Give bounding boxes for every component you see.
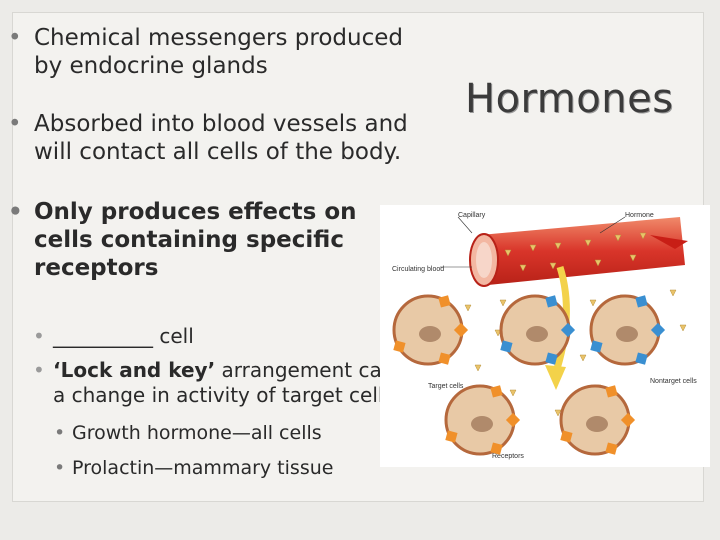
hormone-release-arrowhead (545, 365, 566, 390)
sub-sub-bullet-growth-hormone: • Growth hormone—all cells (54, 422, 322, 444)
capillary-label-line (457, 216, 473, 234)
sub-sub-bullet-prolactin: • Prolactin—mammary tissue (54, 457, 334, 479)
nontarget-receptor (635, 295, 648, 308)
hormone-molecule (529, 244, 537, 252)
sub-bullet-lock-key: • ‘Lock and key’ arrangement causes a ch… (33, 358, 433, 408)
sub-bullet-blank-cell: • __________ cell (33, 324, 194, 349)
nontarget-receptor (650, 322, 666, 338)
label-nontarget-cells: Nontarget cells (650, 378, 697, 385)
hormone-molecule (669, 289, 677, 297)
blood-flow-arrow (650, 235, 688, 249)
hormone-molecule (579, 354, 587, 362)
nontarget-receptor (560, 322, 576, 338)
nontarget-receptor (545, 295, 558, 308)
nontarget-receptor (500, 340, 513, 353)
hormone-molecule (519, 264, 527, 272)
hormone-molecule (494, 329, 502, 337)
target-receptor (438, 295, 451, 308)
diagram-svg: Capillary Hormone Circulating blood Targ… (392, 212, 697, 460)
nontarget-receptor (590, 340, 603, 353)
bullet-3-text: Only produces effects on cells containin… (34, 199, 357, 282)
hormone-molecule (589, 299, 597, 307)
hormone-molecule (594, 259, 602, 267)
target-receptor (445, 430, 458, 443)
bullet-2: • Absorbed into blood vessels and will c… (8, 110, 434, 166)
bullet-dot: • (54, 457, 66, 479)
nontarget-cell (589, 294, 666, 366)
hormone-molecule (554, 242, 562, 250)
capillary-vessel (480, 217, 685, 285)
hormone-molecule (614, 234, 622, 242)
sub-bullet-blank-cell-text: __________ cell (53, 324, 194, 348)
cell-nucleus (471, 416, 493, 432)
target-receptor (505, 412, 521, 428)
target-receptor (605, 385, 618, 398)
nontarget-cell (499, 294, 576, 366)
bullet-1: • Chemical messengers produced by endocr… (8, 24, 434, 80)
cell-nucleus (419, 326, 441, 342)
bullet-dot: • (8, 25, 22, 51)
label-receptors: Receptors (492, 453, 524, 460)
label-target-cells: Target cells (428, 383, 464, 390)
hormone-molecule (509, 389, 517, 397)
hormone-label-line (599, 216, 626, 234)
hormone-molecule (554, 409, 562, 417)
bullet-3: • Only produces effects on cells contain… (8, 198, 414, 282)
growth-hormone-text: Growth hormone—all cells (72, 422, 322, 444)
target-receptor (453, 322, 469, 338)
bullet-dot: • (8, 199, 23, 225)
cell-nucleus (616, 326, 638, 342)
target-receptor (605, 442, 618, 455)
hormone-molecule (504, 249, 512, 257)
cell-nucleus (586, 416, 608, 432)
hormone-receptor-diagram: Capillary Hormone Circulating blood Targ… (380, 205, 710, 467)
prolactin-text: Prolactin—mammary tissue (72, 457, 334, 479)
hormone-molecule (639, 232, 647, 240)
hormone-molecule (679, 324, 687, 332)
target-cell (444, 384, 521, 456)
bullet-dot: • (33, 358, 45, 382)
label-circulating-blood: Circulating blood (392, 266, 444, 273)
bullet-dot: • (54, 422, 66, 444)
bullet-2-text: Absorbed into blood vessels and will con… (34, 111, 408, 166)
nontarget-receptor (635, 352, 648, 365)
target-receptor (393, 340, 406, 353)
target-receptor (560, 430, 573, 443)
hormone-molecule (629, 254, 637, 262)
bullet-dot: • (8, 111, 22, 137)
target-receptor (490, 385, 503, 398)
hormone-molecule (549, 262, 557, 270)
label-hormone: Hormone (625, 212, 654, 219)
bullet-dot: • (33, 324, 45, 348)
capillary-lumen (476, 242, 492, 278)
target-cell (559, 384, 636, 456)
label-capillary: Capillary (458, 212, 486, 219)
lock-key-rest-text: arrangement causes a change in activity … (53, 358, 428, 408)
nontarget-receptor (545, 352, 558, 365)
target-receptor (620, 412, 636, 428)
slide-title: Hormones (465, 76, 674, 122)
hormone-molecule (584, 239, 592, 247)
cell-nucleus (526, 326, 548, 342)
lock-key-bold-text: ‘Lock and key’ (53, 358, 216, 382)
hormone-molecule (474, 364, 482, 372)
hormone-molecule (499, 299, 507, 307)
target-receptor (490, 442, 503, 455)
hormone-molecule (464, 304, 472, 312)
target-receptor (438, 352, 451, 365)
bullet-1-text: Chemical messengers produced by endocrin… (34, 25, 403, 80)
target-cell (392, 294, 469, 366)
